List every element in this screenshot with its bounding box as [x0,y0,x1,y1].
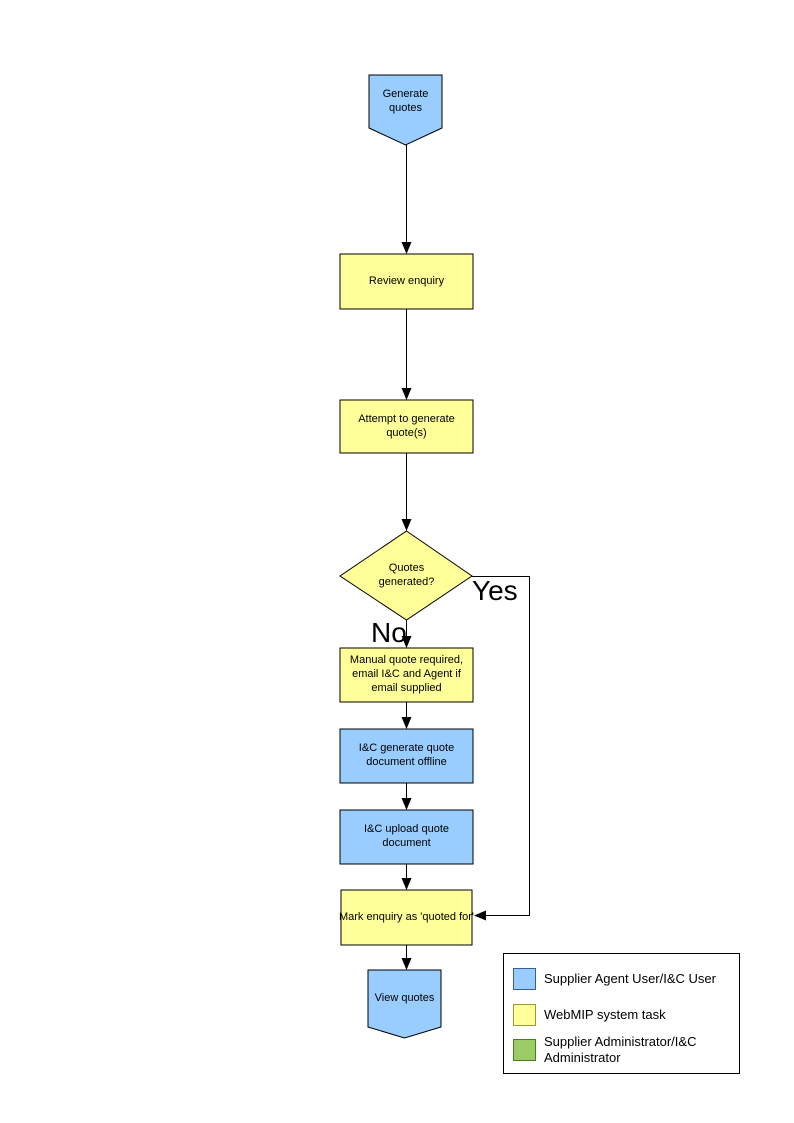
legend-label-supplier-admin: Supplier Administrator/I&C Administrator [544,1034,697,1065]
node-upload-shape [339,809,474,865]
arrowhead-attempt [401,388,412,400]
node-mark-label: Mark enquiry as 'quoted for' [338,910,475,923]
arrowhead-mark-from-yes [474,910,486,921]
arrowhead-mark [401,878,412,890]
node-manual-shape [339,647,474,703]
node-review-label: Review enquiry [368,274,445,287]
node-decision-shape [339,530,473,621]
arrowhead-upload [401,798,412,810]
edge-label-no: No [371,617,407,648]
connector-yes-branch [472,576,530,916]
node-generate-offline-label: I&C generate quote document offline [358,742,455,768]
node-upload-label: I&C upload quote document [363,823,449,849]
node-attempt-label: Attempt to generate quote(s) [358,412,455,439]
legend: Supplier Agent User/I&C User WebMIP syst… [503,953,740,1074]
edge-label-yes: Yes [472,575,518,606]
node-decision-label: Quotes generated? [378,562,435,588]
arrowhead-decision [401,519,412,531]
arrowhead-end [401,958,412,970]
node-attempt-shape [339,399,474,454]
node-mark-shape [340,889,473,946]
legend-label-supplier-agent: Supplier Agent User/I&C User [544,971,716,987]
arrowhead-generate-offline [401,717,412,729]
legend-label-webmip-task: WebMIP system task [544,1007,666,1023]
node-start-label: Generate quotes [382,87,429,114]
node-generate-offline-shape [339,728,474,784]
legend-swatch-supplier-agent [513,968,536,990]
legend-swatch-webmip-task [513,1004,536,1026]
arrowhead-manual [401,636,412,648]
node-end-label: View quotes [374,991,435,1004]
legend-swatch-supplier-admin [513,1039,536,1061]
node-start-shape [368,74,443,146]
node-end-shape [367,969,442,1039]
node-manual-label: Manual quote required, email I&C and Age… [349,654,464,694]
arrowhead-review [401,242,412,254]
node-review-shape [339,253,474,310]
